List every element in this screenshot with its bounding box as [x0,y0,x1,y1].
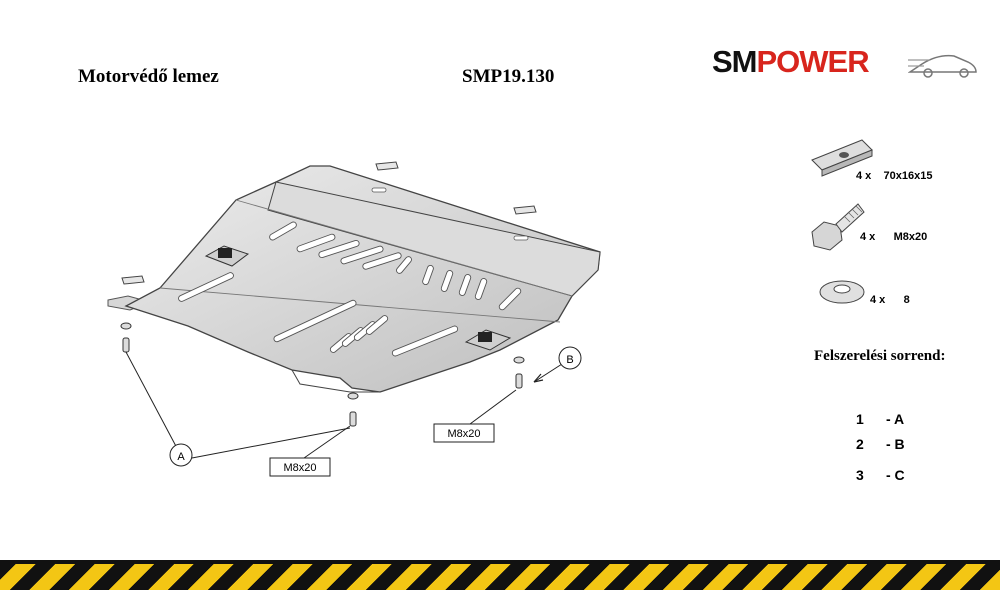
hardware-spec: M8x20 [893,231,928,243]
install-step-code: - C [886,467,905,483]
hardware-qty: 4 x [870,294,886,306]
hardware-item-nut-plate: 4 x 70x16x15 [856,170,932,182]
hardware-spec: 70x16x15 [883,170,933,182]
install-step-number: 2 [856,436,864,452]
product-code: SMP19.130 [462,66,555,87]
install-order-title: Felszerelési sorrend: [814,348,946,364]
install-step-number: 3 [856,467,864,483]
bolt-label-right: M8x20 [447,428,480,440]
hardware-item-bolt: 4 x M8x20 [860,231,927,243]
install-step: 3 - C [856,467,905,483]
install-step: 2 - B [856,436,905,452]
bolts [120,322,525,427]
hardware-item-washer: 4 x 8 [870,294,910,306]
install-step: 1 - A [856,411,904,427]
hazard-stripe-footer [0,560,1000,590]
callout-b-circle [558,346,582,370]
skid-plate [107,165,601,393]
hardware-qty: 4 x [856,170,872,182]
hardware-qty: 4 x [860,231,876,243]
install-step-number: 1 [856,411,864,427]
bolt-label-left: M8x20 [283,462,316,474]
hardware-spec: 8 [903,294,910,306]
nut-plate-icon [811,139,873,177]
mounting-clips [121,161,537,285]
hex-bolt-icon [811,203,865,251]
callout-a-circle [169,443,193,467]
logo-text-sm: SM [712,44,757,79]
install-step-code: - B [886,436,905,452]
washer-icon [819,280,865,304]
smpower-logo: SMPOWER [712,42,982,82]
car-silhouette-icon [908,54,977,78]
install-step-code: - A [886,411,905,427]
logo-text-power: POWER [756,44,870,79]
callout-b-label: B [566,354,573,366]
callout-a-label: A [177,451,185,463]
document-title: Motorvédő lemez [78,66,219,87]
